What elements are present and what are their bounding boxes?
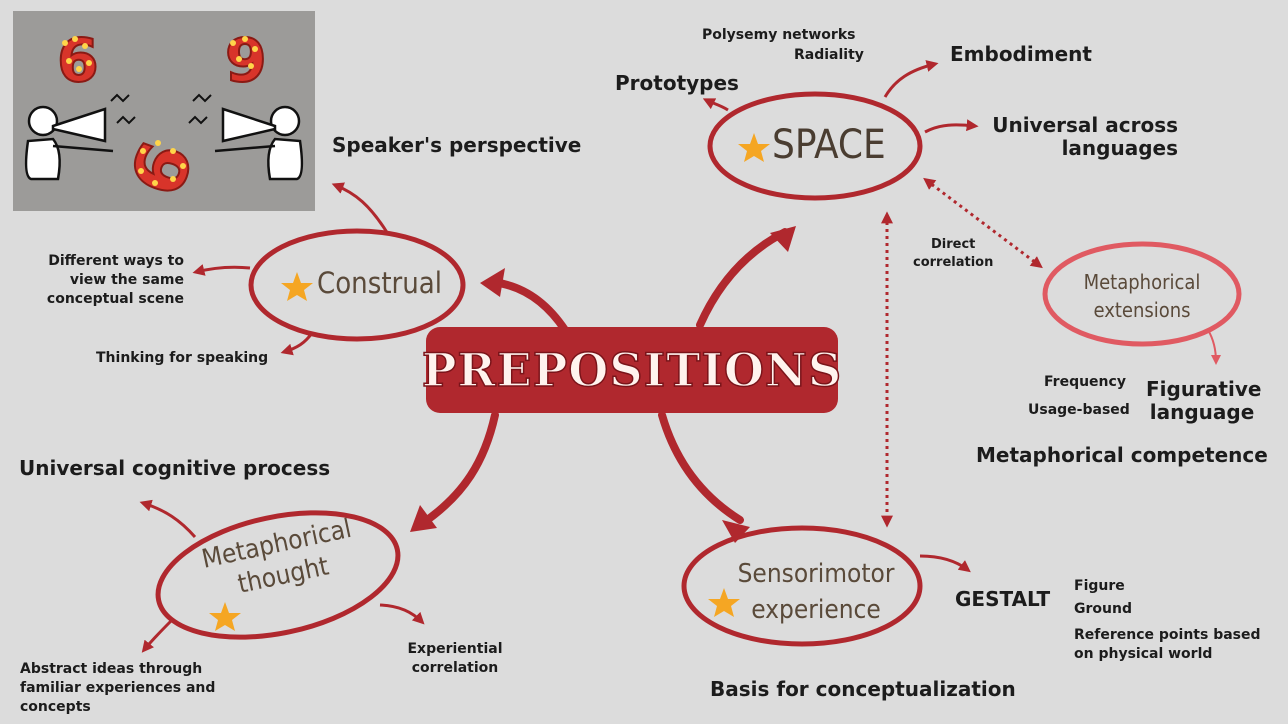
label-experiential-correlation: Experiential correlation bbox=[400, 640, 510, 678]
label-universal-across-line2: languages bbox=[1061, 136, 1178, 160]
label-metaphorical-competence: Metaphorical competence bbox=[976, 443, 1268, 467]
label-figurative-language: Figurative language bbox=[1146, 377, 1262, 424]
star-icon bbox=[281, 272, 313, 301]
label-reference-points-line1: Reference points based bbox=[1074, 627, 1261, 643]
label-experiential-correlation-line1: Experiential bbox=[407, 641, 503, 657]
label-basis: Basis for conceptualization bbox=[710, 677, 1016, 701]
label-embodiment: Embodiment bbox=[950, 42, 1092, 66]
label-different-ways: Different ways to view the same conceptu… bbox=[30, 252, 184, 309]
star-icon bbox=[738, 133, 770, 162]
person-left-icon bbox=[24, 105, 114, 181]
label-figurative-language-line1: Figurative bbox=[1146, 377, 1262, 401]
star-icon bbox=[209, 602, 241, 631]
arrow-to-sensorimotor bbox=[658, 411, 744, 524]
dotted-connectors bbox=[881, 177, 1043, 528]
node-metaphorical-extensions: Metaphorical extensions bbox=[1062, 268, 1222, 324]
label-reference-points-line2: on physical world bbox=[1074, 646, 1213, 662]
label-different-ways-line2: view the same bbox=[69, 272, 184, 288]
label-universal-across: Universal across languages bbox=[990, 114, 1178, 160]
arrow-to-metaphorical-thought bbox=[416, 411, 499, 529]
main-arrowheads bbox=[410, 226, 796, 543]
metaphorical-extensions-ellipse bbox=[1042, 241, 1242, 347]
label-universal-cognitive: Universal cognitive process bbox=[19, 456, 331, 480]
label-usage-based: Usage-based bbox=[1028, 402, 1130, 418]
star-icons bbox=[209, 133, 770, 631]
label-abstract-ideas-line3: concepts bbox=[20, 699, 91, 715]
label-abstract-ideas-line2: familiar experiences and bbox=[20, 680, 216, 696]
arrow-to-construal bbox=[488, 278, 569, 334]
label-experiential-correlation-line2: correlation bbox=[411, 660, 499, 676]
node-sensorimotor: Sensorimotor experience bbox=[726, 556, 906, 628]
node-metaphorical-extensions-line1: Metaphorical bbox=[1083, 270, 1201, 294]
label-direct-correlation-line2: correlation bbox=[913, 255, 994, 270]
sensorimotor-ellipse bbox=[681, 525, 923, 647]
label-figure: Figure bbox=[1074, 578, 1125, 594]
label-thinking-for-speaking: Thinking for speaking bbox=[96, 350, 269, 366]
space-ellipse bbox=[707, 91, 923, 201]
label-reference-points: Reference points based on physical world bbox=[1074, 626, 1261, 664]
thin-arrows bbox=[139, 60, 979, 653]
marquee-digit-right: 9 bbox=[225, 26, 267, 96]
label-radiality: Radiality bbox=[794, 47, 864, 63]
extensions-arrow bbox=[1207, 329, 1221, 365]
label-different-ways-line1: Different ways to bbox=[48, 253, 184, 269]
label-polysemy: Polysemy networks bbox=[702, 27, 856, 43]
node-metaphorical-extensions-line2: extensions bbox=[1093, 298, 1191, 322]
label-gestalt: GESTALT bbox=[955, 587, 1051, 611]
marquee-digit-middle: 6 bbox=[114, 131, 210, 207]
label-different-ways-line3: conceptual scene bbox=[46, 291, 184, 307]
label-prototypes: Prototypes bbox=[615, 71, 739, 95]
label-frequency: Frequency bbox=[1044, 374, 1126, 390]
label-ground: Ground bbox=[1074, 601, 1132, 617]
label-figurative-language-line2: language bbox=[1149, 400, 1255, 424]
central-title: PREPOSITIONS bbox=[421, 342, 843, 398]
label-abstract-ideas: Abstract ideas through familiar experien… bbox=[20, 660, 215, 717]
node-construal: Construal bbox=[317, 266, 443, 300]
arrow-to-space bbox=[696, 228, 789, 329]
label-abstract-ideas-line1: Abstract ideas through bbox=[20, 661, 203, 677]
person-right-icon bbox=[214, 105, 304, 181]
star-icon bbox=[708, 588, 740, 617]
construal-ellipse bbox=[248, 228, 466, 342]
marquee-digit-left: 6 bbox=[57, 26, 99, 96]
node-sensorimotor-line1: Sensorimotor bbox=[737, 559, 895, 589]
illustration-panel: 6 9 6 bbox=[13, 11, 315, 211]
label-speakers-perspective: Speaker's perspective bbox=[332, 133, 582, 157]
label-direct-correlation: Direct correlation bbox=[913, 236, 993, 272]
node-space: SPACE bbox=[772, 122, 886, 168]
label-universal-across-line1: Universal across bbox=[992, 113, 1178, 137]
metaphorical-thought-ellipse bbox=[155, 510, 401, 640]
label-direct-correlation-line1: Direct bbox=[930, 237, 976, 252]
central-title-box: PREPOSITIONS bbox=[421, 327, 842, 413]
node-sensorimotor-line2: experience bbox=[751, 595, 881, 625]
